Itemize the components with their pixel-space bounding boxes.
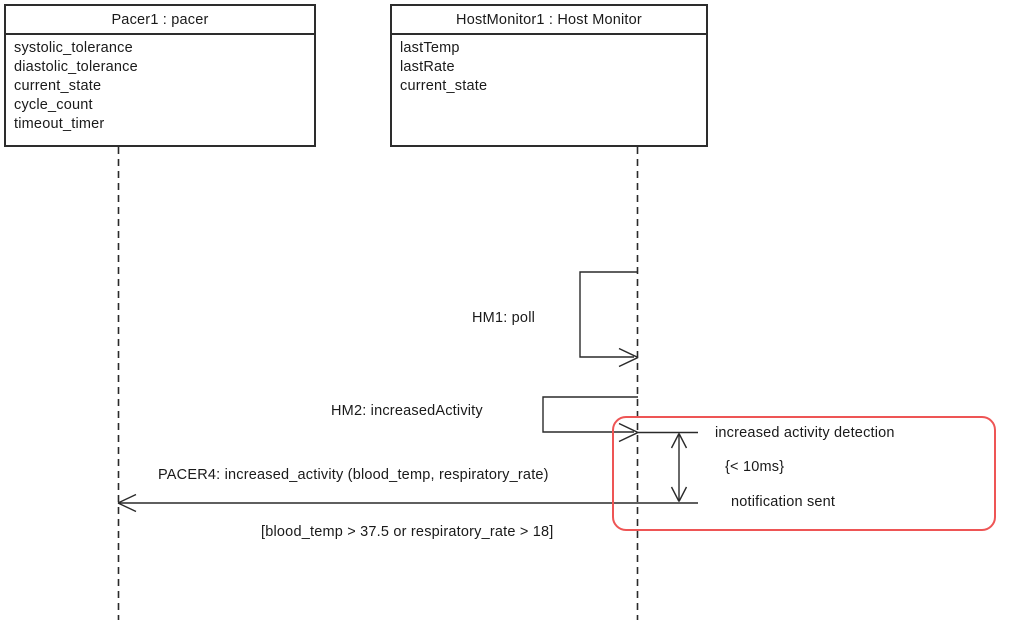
annotation-end-label: notification sent [731, 494, 836, 510]
message-label-pacer4: PACER4: increased_activity (blood_temp, … [158, 467, 549, 483]
attribute: diastolic_tolerance [14, 59, 138, 75]
object-title-hostmonitor: HostMonitor1 : Host Monitor [392, 6, 706, 35]
object-title-pacer: Pacer1 : pacer [6, 6, 314, 35]
duration-arrow-bottom-arrowhead-icon [670, 486, 688, 502]
annotation-start-label: increased activity detection [715, 425, 895, 441]
object-box-pacer: Pacer1 : pacer systolic_tolerance diasto… [4, 4, 316, 147]
attribute: cycle_count [14, 97, 93, 113]
attribute: lastRate [400, 59, 455, 75]
message-guard-pacer4: [blood_temp > 37.5 or respiratory_rate >… [261, 524, 554, 540]
duration-arrow-top-arrowhead-icon [670, 433, 688, 449]
attribute: lastTemp [400, 40, 460, 56]
attribute: current_state [400, 78, 488, 94]
attribute-list-pacer: systolic_tolerance diastolic_tolerance c… [6, 35, 314, 138]
message-label-hm2: HM2: increasedActivity [331, 403, 483, 419]
self-message-hm1-arrowhead-icon [618, 347, 639, 368]
timing-annotation-box [612, 416, 996, 531]
self-message-hm2-line [542, 396, 638, 433]
message-pacer4-arrowhead-icon [117, 493, 137, 513]
self-message-hm1-line [579, 271, 638, 358]
attribute-list-hostmonitor: lastTemp lastRate current_state [392, 35, 706, 100]
message-label-hm1: HM1: poll [472, 310, 536, 326]
object-box-hostmonitor: HostMonitor1 : Host Monitor lastTemp las… [390, 4, 708, 147]
attribute: current_state [14, 78, 102, 94]
attribute: systolic_tolerance [14, 40, 133, 56]
annotation-timing-constraint: {< 10ms} [725, 459, 785, 475]
attribute: timeout_timer [14, 116, 105, 132]
self-message-hm2-arrowhead-icon [618, 422, 639, 443]
